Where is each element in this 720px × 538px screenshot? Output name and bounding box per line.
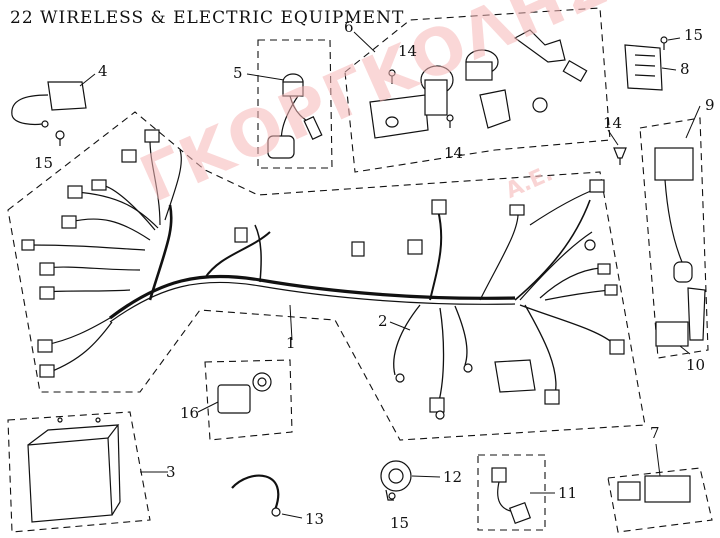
callout-14-group6-bottom: 14 xyxy=(444,144,464,162)
callout-14-group6-top: 14 xyxy=(398,42,418,60)
part-14-screw-right xyxy=(613,147,627,165)
group-outlines xyxy=(7,7,713,533)
callout-6: 6 xyxy=(344,18,354,36)
part-14-screw-group6 xyxy=(388,69,454,128)
part-8-rectifier xyxy=(624,44,663,91)
diagram-title: 22 WIRELESS & ELECTRIC EQUIPMENT xyxy=(10,8,405,28)
callout-10: 10 xyxy=(686,356,706,374)
callout-8: 8 xyxy=(680,60,690,78)
callout-15-left: 15 xyxy=(34,154,54,172)
part-15-screw-left xyxy=(55,130,65,146)
callout-2: 2 xyxy=(378,312,388,330)
callout-3: 3 xyxy=(166,463,176,481)
group-11-outline xyxy=(477,454,546,531)
part-5-relay xyxy=(267,73,323,159)
part-9-ignition-coil xyxy=(654,147,694,283)
leader-lines xyxy=(79,31,701,519)
callout-9: 9 xyxy=(705,96,715,114)
part-6-ignition-set xyxy=(369,29,588,139)
part-15-screw-bottom xyxy=(388,492,396,500)
part-11-lead xyxy=(491,467,532,525)
group-6-outline xyxy=(344,7,611,173)
callout-16: 16 xyxy=(180,404,200,422)
group-5-outline xyxy=(257,39,333,169)
part-13-strap xyxy=(231,474,281,517)
group-9-outline xyxy=(639,117,709,359)
group-16-outline xyxy=(204,359,293,441)
callout-4: 4 xyxy=(98,62,108,80)
part-15-screw-top xyxy=(660,36,668,50)
part-4-sensor xyxy=(11,81,87,128)
callout-13: 13 xyxy=(305,510,325,528)
callout-15-top: 15 xyxy=(684,26,704,44)
group-7-outline xyxy=(607,467,713,533)
connectors xyxy=(21,129,625,420)
part-16-flasher xyxy=(217,372,272,414)
callout-1: 1 xyxy=(286,334,296,352)
part-10-plug-cap xyxy=(655,287,706,347)
harness-left-outline xyxy=(7,111,646,441)
part-3-battery xyxy=(27,417,121,523)
callout-7: 7 xyxy=(650,424,660,442)
callout-14-right: 14 xyxy=(603,114,623,132)
part-7-module xyxy=(617,475,691,503)
wire-harness xyxy=(29,139,616,406)
group-battery-outline xyxy=(7,411,151,533)
callout-5: 5 xyxy=(233,64,243,82)
part-12-horn xyxy=(380,460,412,501)
callout-15-bottom: 15 xyxy=(390,514,410,532)
callout-11: 11 xyxy=(558,484,578,502)
callout-12: 12 xyxy=(443,468,463,486)
